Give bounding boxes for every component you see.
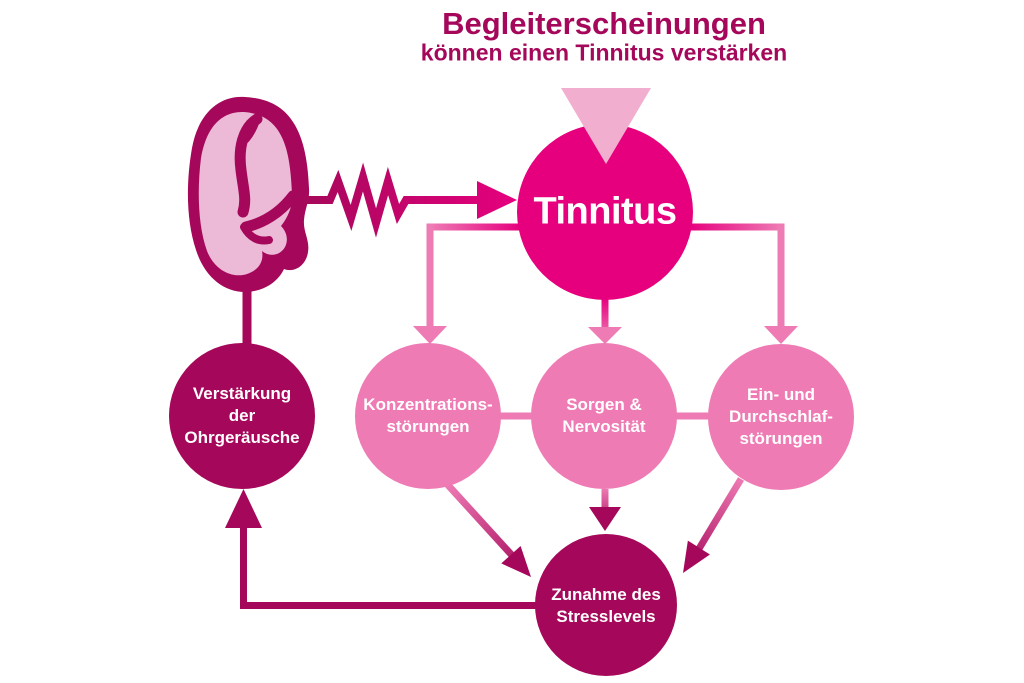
tinnitus-node (517, 124, 693, 300)
arrow-sorgen-to-zunahme (589, 489, 621, 531)
konzentration-node (355, 343, 501, 489)
arrow-tinnitus-to-konzentration (413, 223, 520, 344)
arrow-tinnitus-to-sorgen (588, 298, 622, 344)
arrow-zunahme-to-verstaerkung (225, 489, 536, 609)
schlaf-node (708, 344, 854, 490)
sorgen-node (531, 343, 677, 489)
arrow-tinnitus-to-schlaf (690, 223, 798, 344)
ear-icon (187, 96, 310, 293)
pointer-triangle-icon (561, 88, 651, 164)
arrow-schlaf-to-zunahme (683, 477, 744, 573)
arrow-konzentration-to-zunahme (444, 481, 531, 577)
verstaerkung-node (169, 343, 315, 489)
sound-wave-arrow-icon (302, 162, 517, 238)
zunahme-node (535, 534, 677, 676)
